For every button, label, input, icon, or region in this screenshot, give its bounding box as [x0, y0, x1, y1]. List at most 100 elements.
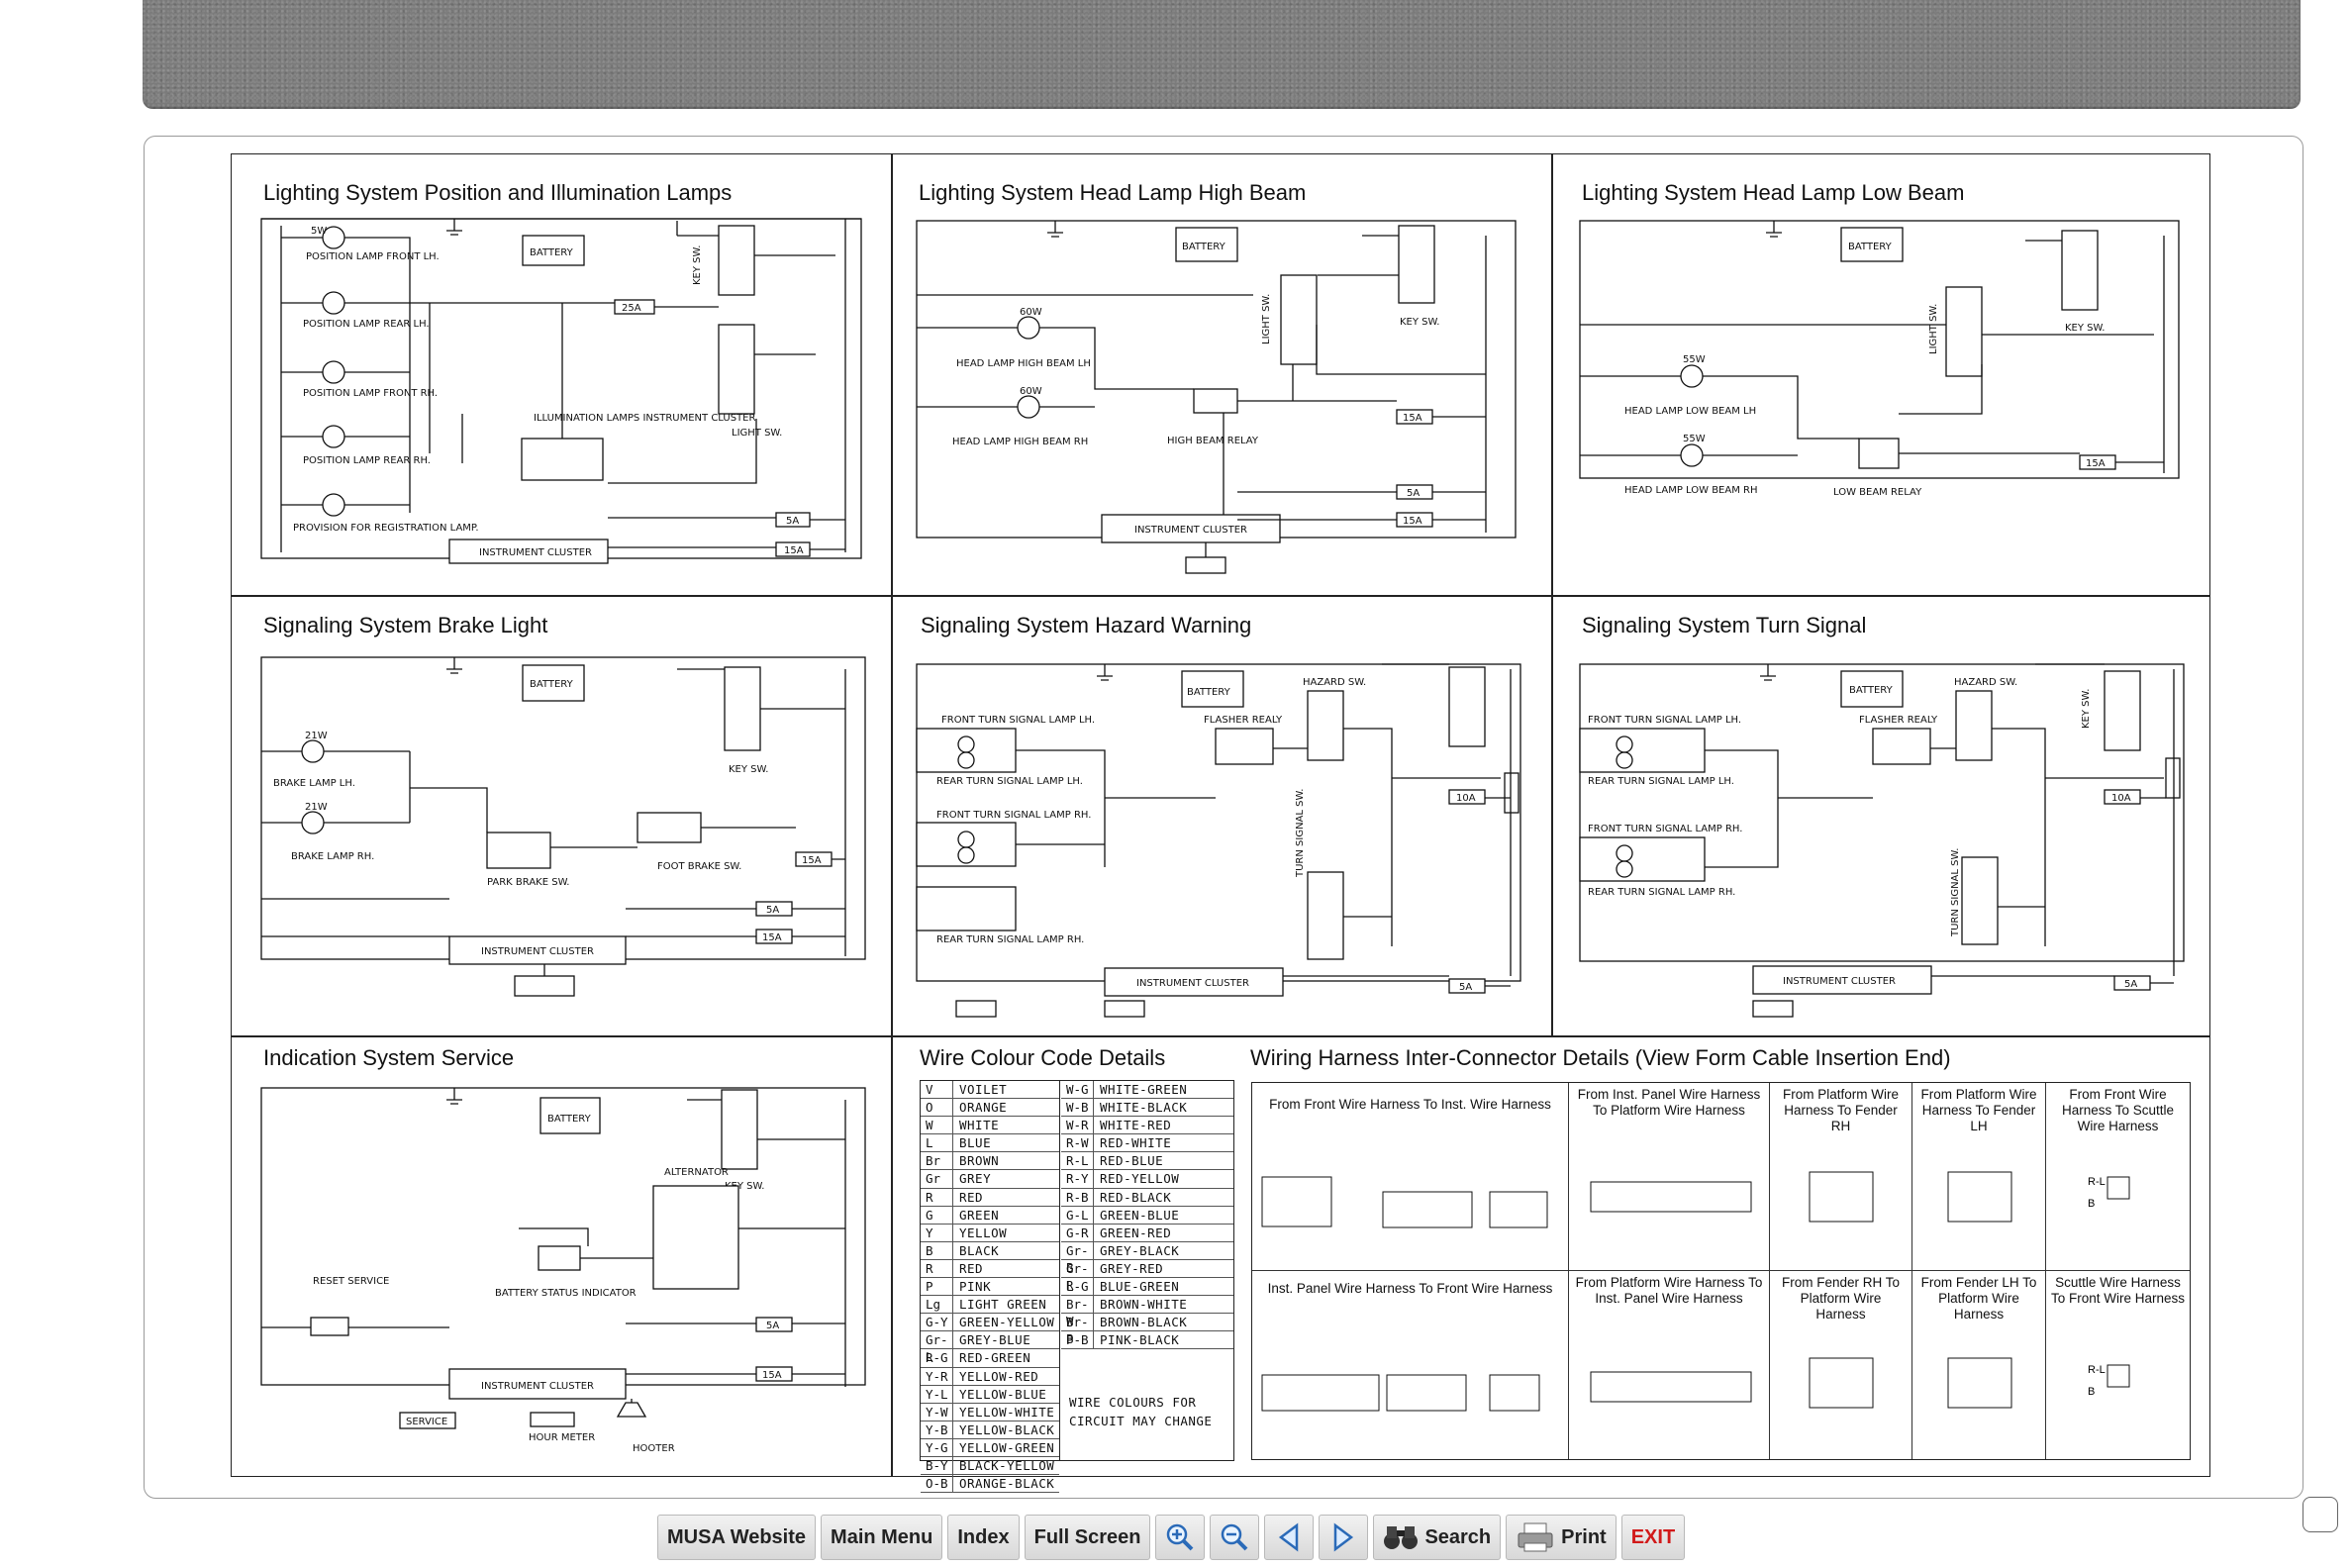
lamp-symbols	[322, 226, 345, 517]
svg-text:21W: 21W	[305, 731, 328, 741]
svg-text:POSITION LAMP REAR RH.: POSITION LAMP REAR RH.	[303, 455, 431, 466]
wire-colour-name: LIGHT GREEN	[959, 1297, 1047, 1313]
connector-heading: From Platform Wire Harness To Fender LH	[1920, 1087, 2037, 1133]
full-screen-button[interactable]: Full Screen	[1024, 1515, 1151, 1560]
previous-page-button[interactable]	[1264, 1515, 1315, 1560]
svg-text:FLASHER REALY: FLASHER REALY	[1859, 715, 1938, 726]
wire-colour-code: G	[921, 1206, 953, 1224]
svg-text:FRONT TURN SIGNAL LAMP LH.: FRONT TURN SIGNAL LAMP LH.	[1588, 715, 1741, 726]
svg-text:60W: 60W	[1020, 386, 1042, 397]
schematic-hazard: BATTERY HAZARD SW. FLASHER REALY TURN SI…	[916, 663, 1521, 1018]
svg-text:REAR TURN SIGNAL LAMP RH.: REAR TURN SIGNAL LAMP RH.	[936, 934, 1084, 945]
arrow-right-icon	[1334, 1522, 1354, 1552]
wire-colour-code: W-B	[1061, 1099, 1094, 1117]
connector-cell: From Inst. Panel Wire Harness To Platfor…	[1569, 1083, 1770, 1271]
wire-colour-name: RED-GREEN	[959, 1350, 1031, 1366]
wire-colour-code: Y-B	[921, 1421, 953, 1438]
svg-text:REAR TURN SIGNAL LAMP LH.: REAR TURN SIGNAL LAMP LH.	[1588, 776, 1734, 787]
print-button[interactable]: Print	[1506, 1515, 1617, 1560]
header-banner	[143, 0, 2301, 109]
grid-divider	[232, 1035, 2209, 1037]
svg-text:HEAD LAMP LOW BEAM LH: HEAD LAMP LOW BEAM LH	[1624, 406, 1756, 417]
svg-text:15A: 15A	[1403, 413, 1422, 424]
wire-colour-code: Gr-L	[921, 1331, 953, 1364]
svg-text:LIGHT SW.: LIGHT SW.	[732, 428, 782, 439]
wire-colour-code: W	[921, 1117, 953, 1134]
musa-website-button[interactable]: MUSA Website	[657, 1515, 817, 1560]
wire-colour-code: W-G	[1061, 1081, 1094, 1099]
arrow-left-icon	[1279, 1522, 1299, 1552]
wire-colour-name: YELLOW-BLUE	[959, 1386, 1047, 1402]
wire-colour-code: Gr-R	[1061, 1259, 1094, 1293]
connector-table: From Front Wire Harness To Inst. Wire Ha…	[1251, 1082, 2191, 1460]
svg-text:REAR TURN SIGNAL LAMP LH.: REAR TURN SIGNAL LAMP LH.	[936, 776, 1083, 787]
wire-colour-code: R-W	[1061, 1134, 1094, 1152]
wire-colour-name: BLUE	[959, 1135, 992, 1151]
svg-text:HEAD LAMP HIGH BEAM RH: HEAD LAMP HIGH BEAM RH	[952, 437, 1088, 447]
exit-button[interactable]: EXIT	[1620, 1515, 1686, 1560]
svg-text:SERVICE: SERVICE	[406, 1417, 447, 1427]
panel-title-brake-light: Signaling System Brake Light	[263, 613, 548, 637]
zoom-out-button[interactable]	[1210, 1515, 1260, 1560]
connector-cell: From Fender LH To Platform Wire Harness	[1912, 1271, 2046, 1459]
wire-colour-name: RED	[959, 1260, 984, 1276]
grid-divider	[891, 154, 893, 1476]
search-button[interactable]: Search	[1373, 1515, 1502, 1560]
wire-colour-name: GREEN-BLUE	[1100, 1207, 1180, 1223]
panel-title-wire-colours: Wire Colour Code Details	[920, 1045, 1166, 1070]
battery-box	[522, 235, 585, 266]
wire-colour-code: Br-W	[1061, 1296, 1094, 1328]
wire-colour-code: Y-W	[921, 1403, 953, 1421]
connector-cell: Scuttle Wire Harness To Front Wire Harne…	[2046, 1271, 2190, 1459]
zoom-out-icon	[1222, 1523, 1248, 1551]
svg-text:FLASHER REALY: FLASHER REALY	[1204, 715, 1283, 726]
connector-cell: From Platform Wire Harness To Fender RH	[1770, 1083, 1912, 1271]
svg-text:KEY SW.: KEY SW.	[692, 245, 703, 285]
svg-text:ILLUMINATION LAMPS INSTRUMENT: ILLUMINATION LAMPS INSTRUMENT CLUSTER	[534, 413, 755, 424]
binoculars-icon	[1384, 1526, 1419, 1549]
connector-heading: From Front Wire Harness To Scuttle Wire …	[2061, 1087, 2175, 1133]
next-page-button[interactable]	[1319, 1515, 1369, 1560]
wire-colour-name: GREY-BLACK	[1100, 1242, 1180, 1258]
svg-text:REAR TURN SIGNAL LAMP RH.: REAR TURN SIGNAL LAMP RH.	[1588, 887, 1735, 898]
svg-text:5A: 5A	[2124, 979, 2137, 990]
zoom-in-button[interactable]	[1155, 1515, 1206, 1560]
index-button[interactable]: Index	[947, 1515, 1020, 1560]
wire-colour-name: BROWN-WHITE	[1100, 1297, 1188, 1313]
schematic-high-beam: BATTERY 60W 60W HEAD LAMP HIGH BEAM LH H…	[916, 220, 1517, 574]
svg-text:KEY SW.: KEY SW.	[729, 764, 768, 775]
svg-text:R-L: R-L	[2088, 1364, 2106, 1376]
connector-heading: From Platform Wire Harness To Fender RH	[1782, 1087, 1899, 1133]
main-menu-button[interactable]: Main Menu	[821, 1515, 943, 1560]
svg-text:KEY SW.: KEY SW.	[725, 1181, 764, 1192]
wire-colour-name: BLACK	[959, 1242, 1000, 1258]
wire-colour-code: G-R	[1061, 1224, 1094, 1241]
wire-colour-name: BLUE-GREEN	[1100, 1279, 1180, 1295]
panel-title-position-lamps: Lighting System Position and Illuminatio…	[263, 180, 733, 205]
wire-colour-name: WHITE-GREEN	[1100, 1082, 1188, 1097]
svg-text:INSTRUMENT CLUSTER: INSTRUMENT CLUSTER	[1134, 525, 1247, 536]
wire-colour-name: RED-BLACK	[1100, 1189, 1172, 1205]
wire-colour-code: L	[921, 1134, 953, 1152]
corner-resize-handle[interactable]	[2303, 1497, 2338, 1532]
svg-text:FRONT TURN SIGNAL LAMP RH.: FRONT TURN SIGNAL LAMP RH.	[936, 810, 1091, 821]
svg-text:KEY SW.: KEY SW.	[2081, 689, 2092, 729]
wire-colour-name: GREEN-YELLOW	[959, 1315, 1055, 1330]
svg-text:55W: 55W	[1683, 434, 1706, 444]
svg-text:21W: 21W	[305, 802, 328, 813]
